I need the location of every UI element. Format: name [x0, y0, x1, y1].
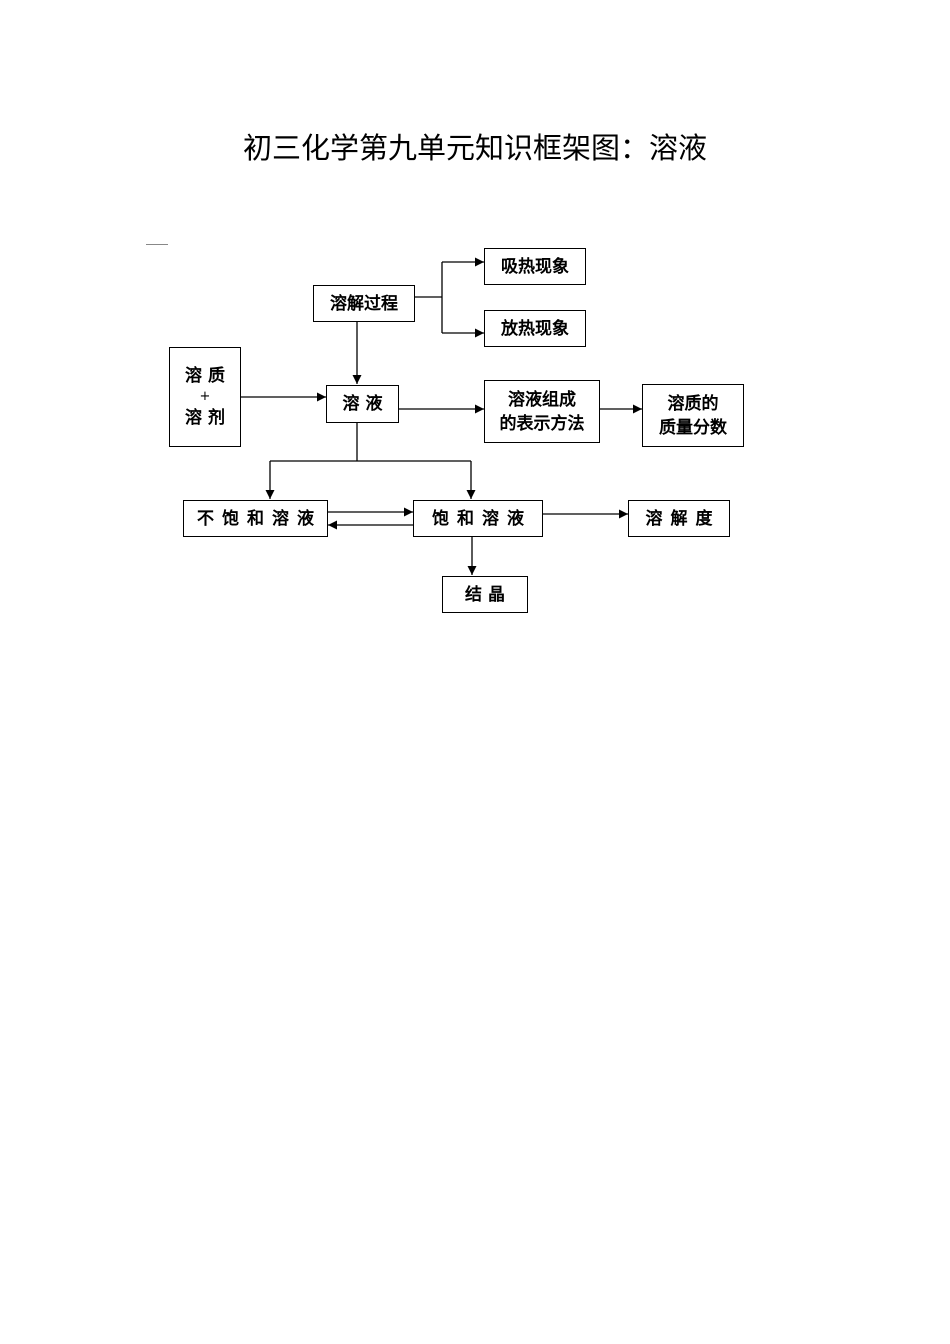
node-crystallization-label: 结 晶	[465, 584, 505, 605]
node-mass-fraction: 溶质的 质量分数	[642, 384, 744, 447]
node-solution: 溶 液	[326, 385, 399, 423]
node-unsaturated-solution-label: 不饱和溶液	[197, 508, 322, 529]
node-unsaturated-solution: 不饱和溶液	[183, 500, 328, 537]
stray-line	[146, 244, 168, 245]
node-solubility-label: 溶解度	[645, 508, 721, 529]
node-solute-plus-solvent: 溶 质 + 溶 剂	[169, 347, 241, 447]
node-solubility: 溶解度	[628, 500, 730, 537]
node-composition-line1: 溶液组成	[508, 389, 576, 410]
node-solution-label: 溶 液	[342, 394, 383, 414]
node-mass-fraction-line1: 溶质的	[667, 393, 719, 414]
node-solvent-label: 溶 剂	[185, 408, 225, 428]
node-dissolution-process-label: 溶解过程	[330, 293, 398, 314]
node-saturated-solution-label: 饱和溶液	[432, 508, 532, 529]
page-title: 初三化学第九单元知识框架图：溶液	[242, 131, 707, 165]
plus-sign: +	[199, 389, 211, 404]
node-mass-fraction-line2: 质量分数	[659, 417, 727, 438]
node-saturated-solution: 饱和溶液	[413, 500, 543, 537]
node-heat-release-label: 放热现象	[501, 318, 569, 339]
node-crystallization: 结 晶	[442, 576, 528, 613]
node-heat-release: 放热现象	[484, 310, 586, 347]
node-composition: 溶液组成 的表示方法	[484, 380, 600, 443]
node-heat-absorption: 吸热现象	[484, 248, 586, 285]
node-heat-absorption-label: 吸热现象	[501, 256, 569, 277]
node-dissolution-process: 溶解过程	[313, 285, 415, 322]
node-solute-label: 溶 质	[185, 366, 225, 386]
node-composition-line2: 的表示方法	[499, 413, 585, 434]
